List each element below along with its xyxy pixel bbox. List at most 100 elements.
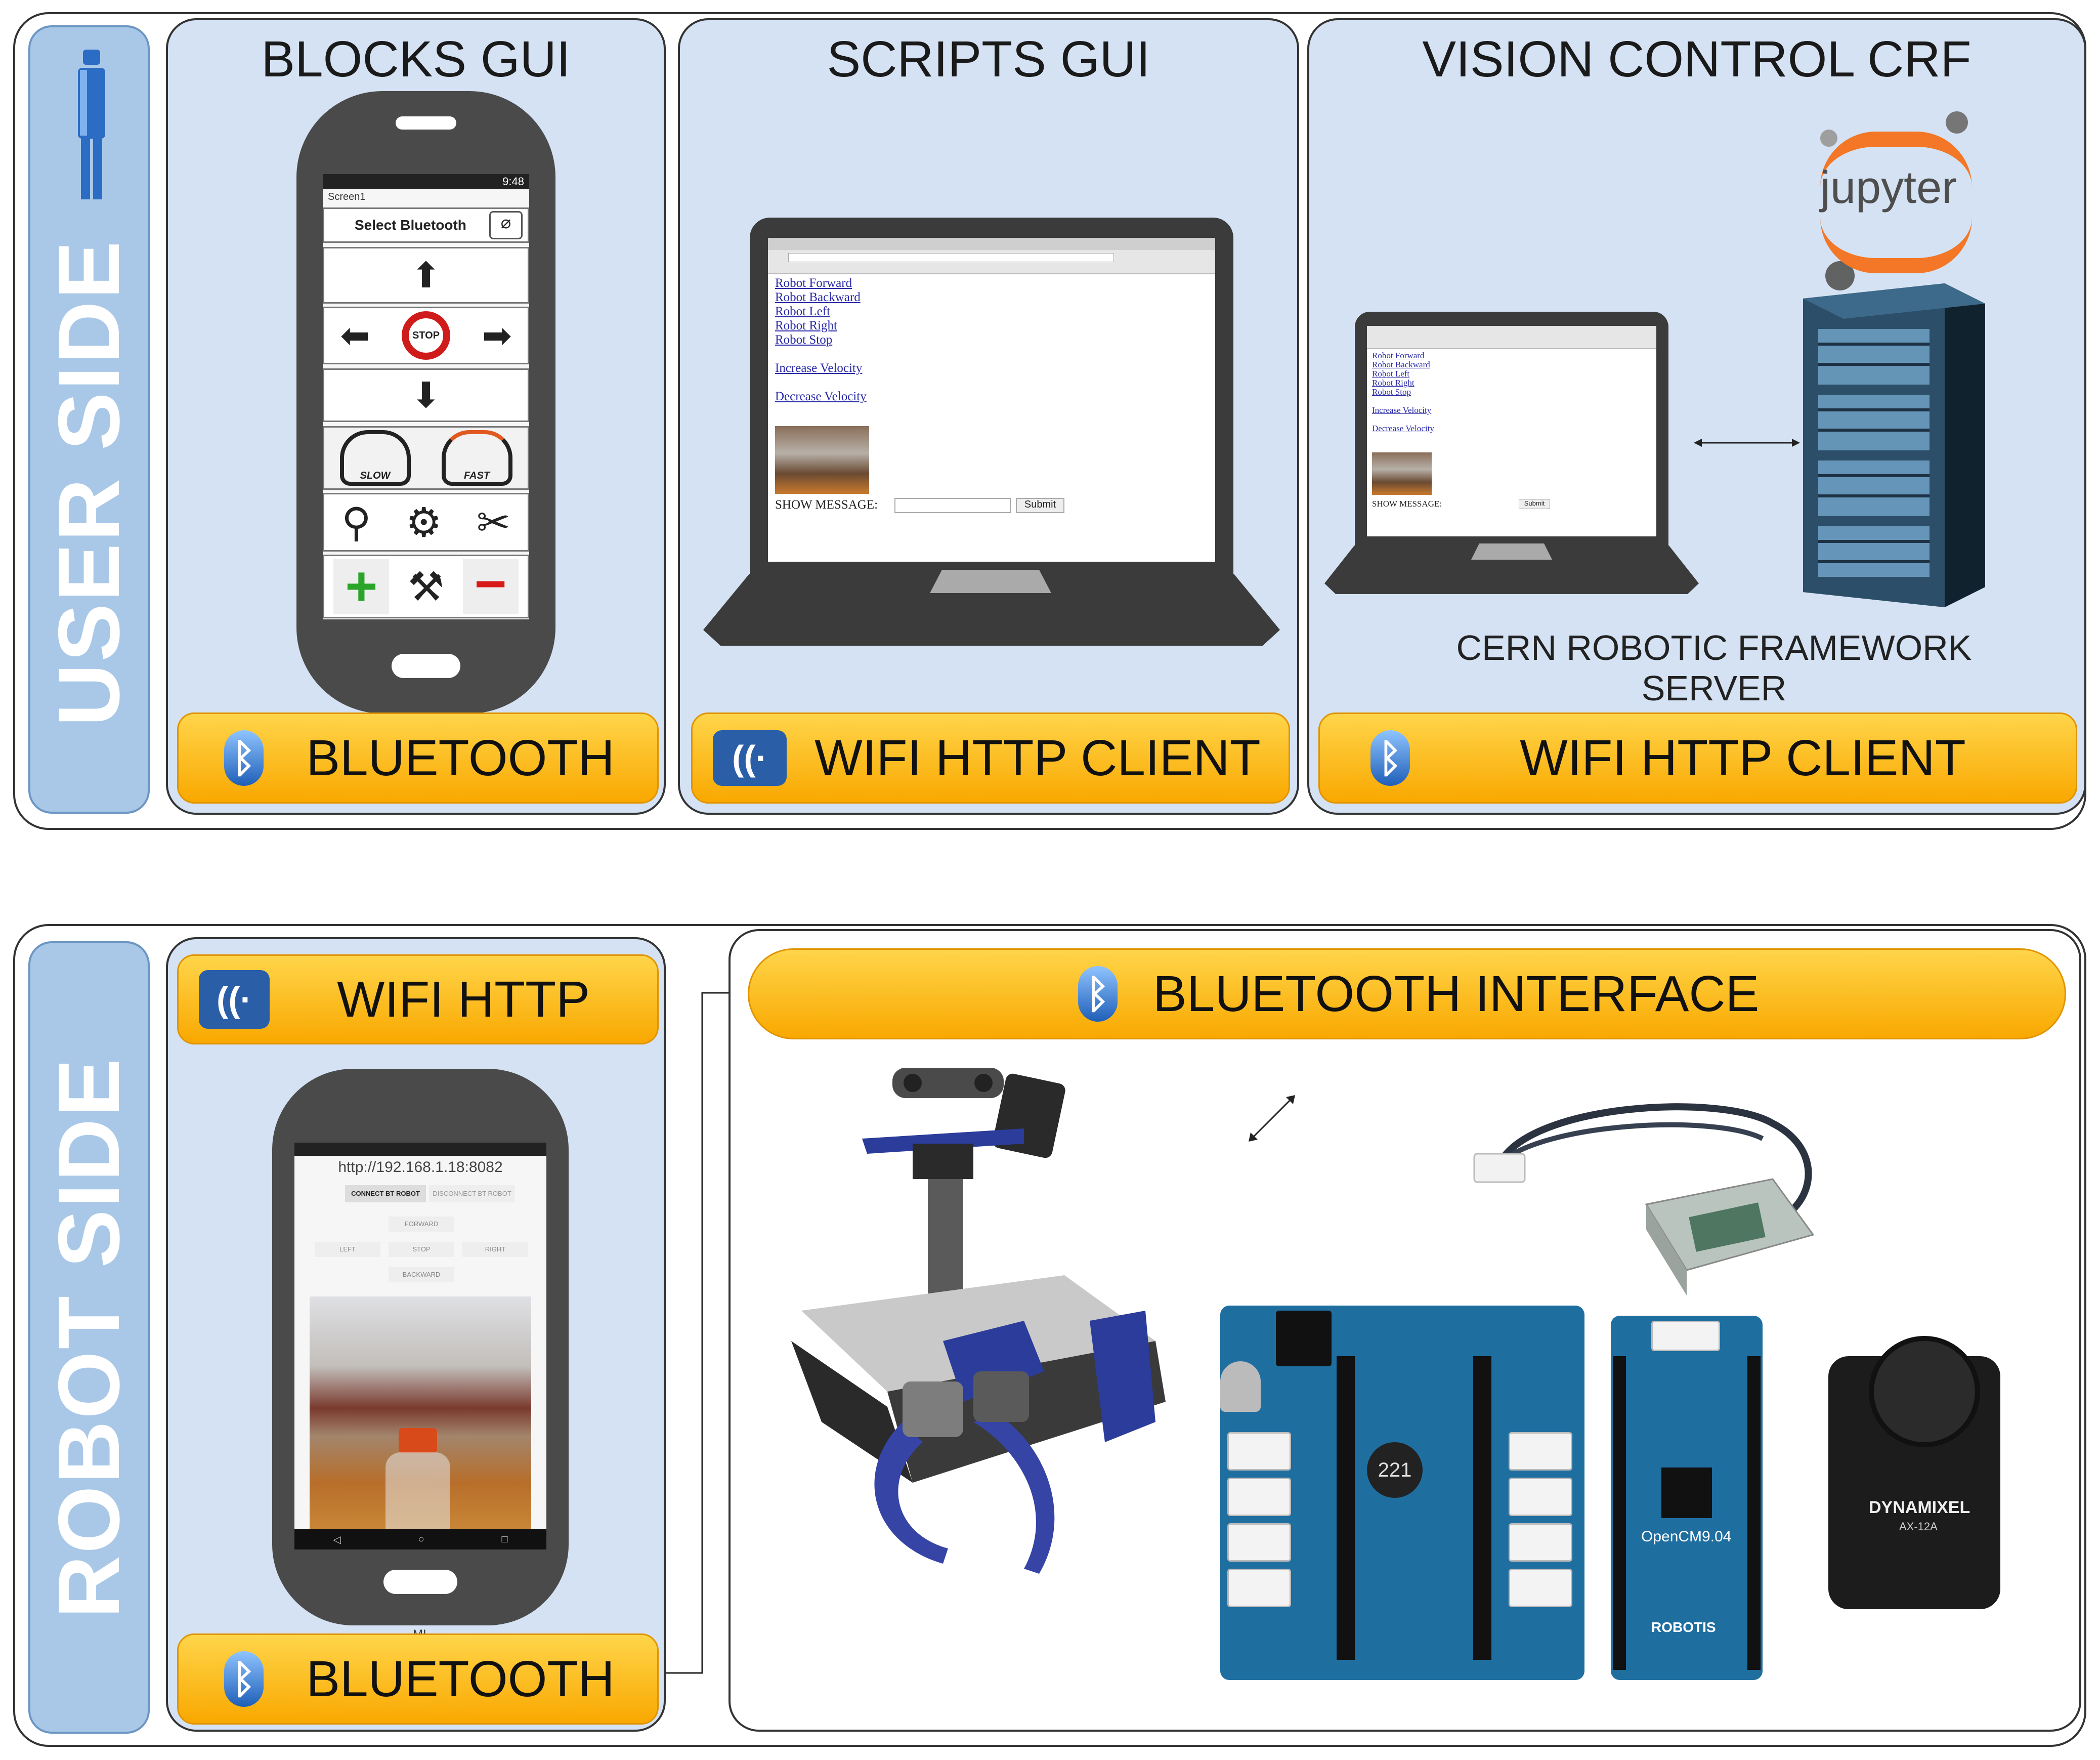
crf-link-robot-left[interactable]: Robot Left [1372, 369, 1410, 379]
robot-links: Robot Forward Robot Backward Robot Left … [775, 276, 867, 404]
velocity-row: + ⚒ − [323, 555, 529, 618]
vision-bar-label: WIFI HTTP CLIENT [1520, 729, 1966, 786]
wifi-icon: ((· [199, 970, 270, 1029]
direction-row: ⬅ STOP ➡ [323, 307, 529, 364]
link-robot-stop[interactable]: Robot Stop [775, 333, 833, 347]
minus-icon[interactable]: − [462, 556, 519, 614]
laptop-screen: Robot Forward Robot Backward Robot Left … [768, 238, 1215, 562]
header-strip-right [1473, 1356, 1491, 1660]
opencm-mcu [1661, 1468, 1712, 1518]
recents-icon[interactable]: □ [501, 1533, 508, 1545]
stop-button[interactable]: STOP [401, 311, 450, 360]
robot-status-bar [294, 1143, 546, 1156]
crf-link-robot-stop[interactable]: Robot Stop [1372, 387, 1411, 397]
back-icon[interactable]: ◁ [333, 1534, 341, 1545]
arm-row: ⚲ ⚙ ✂ [323, 493, 529, 552]
link-decrease-velocity[interactable]: Decrease Velocity [775, 390, 867, 403]
forward-arrow-button[interactable]: ⬆ [323, 247, 529, 304]
crf-link-increase-velocity[interactable]: Increase Velocity [1372, 405, 1432, 415]
submit-button[interactable]: Submit [1016, 498, 1064, 513]
laptop-trackpad [930, 570, 1051, 593]
server-caption-line2: SERVER [1641, 668, 1787, 708]
crf-laptop-screen: Robot Forward Robot Backward Robot Left … [1367, 326, 1656, 536]
plus-icon[interactable]: + [333, 559, 390, 614]
link-increase-velocity[interactable]: Increase Velocity [775, 361, 863, 375]
gripper-icon[interactable]: ⚲ [341, 499, 371, 545]
left-button[interactable]: LEFT [315, 1242, 380, 1257]
capacitor [1220, 1361, 1261, 1412]
right-arrow-icon[interactable]: ➡ [482, 316, 512, 355]
robot-url: http://192.168.1.18:8082 [338, 1159, 503, 1176]
connector-left-1 [1227, 1432, 1291, 1471]
phone-speaker [396, 116, 456, 130]
blocks-bluetooth-bar: ᛒ BLUETOOTH [177, 713, 659, 804]
robot-hardware-panel: ᛒ BLUETOOTH INTERFACE [728, 929, 2081, 1732]
crf-link-decrease-velocity[interactable]: Decrease Velocity [1372, 424, 1434, 433]
backward-button[interactable]: BACKWARD [389, 1267, 454, 1282]
slow-gauge-button[interactable]: SLOW [339, 430, 411, 486]
right-button[interactable]: RIGHT [462, 1242, 528, 1257]
robot-phone-home-button [383, 1570, 457, 1594]
connect-bt-robot-button[interactable]: CONNECT BT ROBOT [345, 1185, 426, 1202]
user-side-label: USER SIDE [40, 239, 138, 727]
bluetooth-off-icon: ⌀ [489, 211, 523, 239]
android-nav-bar: ◁ ○ □ [294, 1529, 546, 1549]
server-caption: CERN ROBOTIC FRAMEWORK SERVER [1360, 627, 2068, 708]
message-input[interactable] [894, 498, 1011, 513]
link-robot-forward[interactable]: Robot Forward [775, 276, 852, 290]
scripts-wifi-bar: ((· WIFI HTTP CLIENT [691, 713, 1290, 804]
browser-chrome [768, 238, 1215, 274]
robot-phone-panel: ((· WIFI HTTP http://192.168.1.18:8082 C… [166, 937, 666, 1732]
camera-thumbnail [775, 426, 869, 494]
robot-bluetooth-bar-label: BLUETOOTH [306, 1650, 615, 1707]
scripts-gui-title: SCRIPTS GUI [827, 31, 1150, 88]
opencm-board-name: OpenCM9.04 [1641, 1528, 1732, 1545]
stop-label: STOP [412, 329, 440, 341]
laptop-lid: Robot Forward Robot Backward Robot Left … [750, 218, 1233, 574]
home-icon[interactable]: ○ [418, 1533, 424, 1545]
scripts-gui-panel: SCRIPTS GUI Robot Forward Robot Backward… [678, 18, 1299, 815]
forward-button[interactable]: FORWARD [389, 1217, 454, 1232]
crf-link-robot-right[interactable]: Robot Right [1372, 378, 1415, 388]
connector-right-4 [1509, 1569, 1572, 1607]
robot-phone: http://192.168.1.18:8082 CONNECT BT ROBO… [272, 1069, 569, 1625]
bluetooth-icon: ᛒ [224, 1651, 264, 1707]
vision-control-panel: VISION CONTROL CRF jupyter Robot Forward… [1307, 18, 2086, 815]
left-arrow-icon[interactable]: ⬅ [340, 316, 370, 355]
backward-arrow-button[interactable]: ⬇ [323, 368, 529, 422]
arm-icon[interactable]: ⚙ [405, 499, 442, 545]
robot-arm-icon: ⚒ [408, 564, 444, 609]
servo-horn [1869, 1336, 1980, 1447]
header-strip-left [1337, 1356, 1355, 1660]
usb-dongle-illustration [1469, 1083, 1844, 1301]
crf-laptop-trackpad [1471, 543, 1552, 560]
opencm-brand: ROBOTIS [1651, 1619, 1716, 1635]
crf-submit-button[interactable]: Submit [1519, 499, 1550, 509]
crf-link-robot-backward[interactable]: Robot Backward [1372, 360, 1430, 369]
disconnect-bt-robot-button[interactable]: DISCONNECT BT ROBOT [429, 1185, 515, 1202]
crf-laptop-lid: Robot Forward Robot Backward Robot Left … [1355, 312, 1668, 546]
tracked-robot-illustration [761, 1058, 1206, 1584]
select-bluetooth-button[interactable]: Select Bluetooth ⌀ [323, 207, 529, 243]
robot-side-strip: ROBOT SIDE [28, 941, 150, 1734]
crf-link-robot-forward[interactable]: Robot Forward [1372, 351, 1425, 360]
up-arrow-icon: ⬆ [411, 256, 441, 295]
browser-address-bar [788, 253, 1114, 262]
stop-button[interactable]: STOP [389, 1242, 454, 1257]
diagonal-arrow [1249, 1095, 1295, 1142]
blocks-gui-title: BLOCKS GUI [261, 31, 571, 88]
connector-right-2 [1509, 1478, 1572, 1516]
expansion-board: 221 [1220, 1306, 1584, 1680]
fast-gauge-button[interactable]: FAST [441, 430, 512, 486]
blocks-app-screen: 9:48 Screen1 Select Bluetooth ⌀ ⬆ ⬅ STOP… [323, 174, 529, 619]
link-robot-left[interactable]: Robot Left [775, 305, 831, 318]
opencm-header-right [1747, 1356, 1761, 1670]
bluetooth-interface-bar: ᛒ BLUETOOTH INTERFACE [748, 948, 2066, 1039]
bluetooth-icon: ᛒ [1370, 730, 1410, 786]
link-robot-backward[interactable]: Robot Backward [775, 290, 861, 304]
robot-app-screen: http://192.168.1.18:8082 CONNECT BT ROBO… [294, 1143, 546, 1549]
claw-icon[interactable]: ✂ [476, 499, 510, 545]
crf-show-message-label: SHOW MESSAGE: [1372, 499, 1442, 509]
link-robot-right[interactable]: Robot Right [775, 319, 837, 332]
slow-label: SLOW [360, 470, 391, 481]
